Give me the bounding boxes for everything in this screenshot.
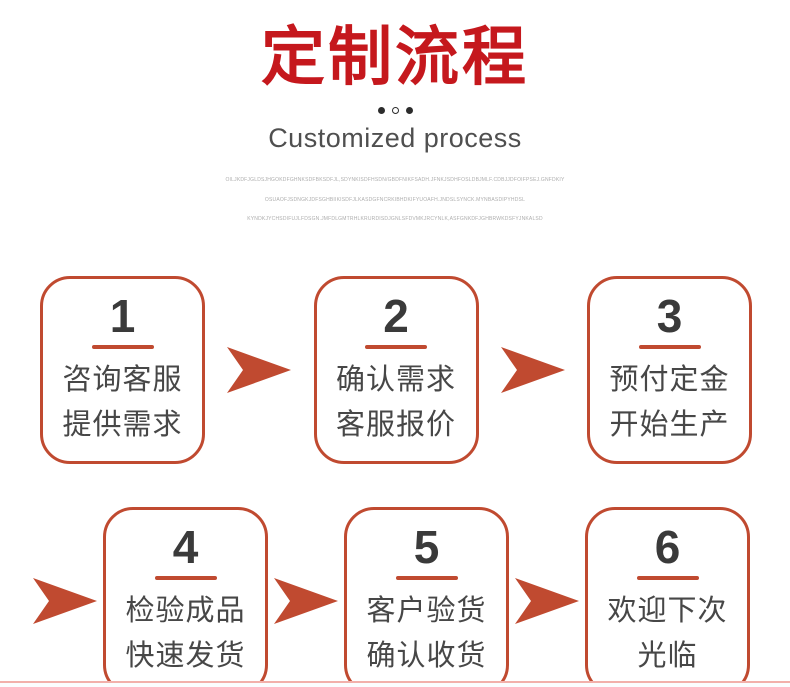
arrow-right-icon bbox=[500, 346, 565, 393]
arrow-right-icon bbox=[33, 577, 97, 624]
step-card-2: 2 确认需求 客服报价 bbox=[313, 275, 479, 464]
bottom-divider bbox=[0, 681, 790, 687]
step-card-3: 3 预付定金 开始生产 bbox=[587, 275, 752, 464]
fine-print: OILJKDFJGLDSJHGOKDFGHNKSDFBKSDFJL,SDYNKI… bbox=[0, 164, 790, 236]
step-number: 1 bbox=[109, 289, 136, 342]
step-number: 2 bbox=[383, 289, 409, 342]
step-underline bbox=[154, 576, 217, 581]
step-label-line1: 确认需求 bbox=[335, 364, 456, 397]
divider-dots bbox=[0, 107, 790, 115]
step-number: 6 bbox=[654, 520, 681, 573]
dot-filled-icon bbox=[377, 107, 385, 115]
step-number: 3 bbox=[656, 289, 683, 342]
step-label-line2: 开始生产 bbox=[609, 409, 730, 442]
step-underline bbox=[636, 576, 699, 581]
step-underline bbox=[365, 345, 427, 350]
step-label-line1: 客户验货 bbox=[366, 595, 487, 628]
step-card-6: 6 欢迎下次 光临 bbox=[585, 506, 750, 687]
step-number: 4 bbox=[172, 520, 199, 573]
step-underline bbox=[91, 345, 154, 350]
step-number: 5 bbox=[413, 520, 440, 573]
dot-hollow-icon bbox=[391, 107, 399, 115]
step-label-line1: 检验成品 bbox=[125, 595, 246, 628]
page-title: 定制流程 bbox=[261, 21, 529, 93]
process-row-1: 1 咨询客服 提供需求 2 确认需求 客服报价 3 预付定金 开始生产 bbox=[0, 275, 790, 464]
step-card-4: 4 检验成品 快速发货 bbox=[103, 506, 268, 687]
step-label-line2: 光临 bbox=[637, 640, 698, 673]
step-label-line1: 欢迎下次 bbox=[607, 595, 728, 628]
page-subtitle: Customized process bbox=[268, 123, 522, 154]
step-label-line1: 预付定金 bbox=[609, 364, 730, 397]
step-underline bbox=[395, 576, 458, 581]
dot-filled-icon bbox=[405, 107, 413, 115]
arrow-right-icon bbox=[274, 577, 338, 624]
fine-print-line: KYNDKJYCHSDIFUJLFDSGN.JMFDLGMTRHLKRURDIS… bbox=[247, 216, 543, 223]
step-label-line2: 提供需求 bbox=[62, 409, 183, 442]
step-card-1: 1 咨询客服 提供需求 bbox=[40, 275, 205, 464]
step-label-line2: 确认收货 bbox=[366, 640, 487, 673]
arrow-right-icon bbox=[515, 577, 579, 624]
fine-print-line: OSUAOFJSDNGKJDFSGHBIIKISDFJLKASDGFNCRKIB… bbox=[264, 196, 526, 203]
step-label-line2: 快速发货 bbox=[125, 640, 246, 673]
step-underline bbox=[638, 345, 701, 350]
fine-print-line: OILJKDFJGLDSJHGOKDFGHNKSDFBKSDFJL,SDYNKI… bbox=[225, 177, 565, 184]
arrow-right-icon bbox=[227, 346, 292, 393]
process-row-2: 4 检验成品 快速发货 5 客户验货 确认收货 6 欢迎下次 光临 bbox=[0, 506, 790, 687]
step-label-line2: 客服报价 bbox=[335, 409, 456, 442]
step-label-line1: 咨询客服 bbox=[62, 364, 183, 397]
step-card-5: 5 客户验货 确认收货 bbox=[344, 506, 509, 687]
